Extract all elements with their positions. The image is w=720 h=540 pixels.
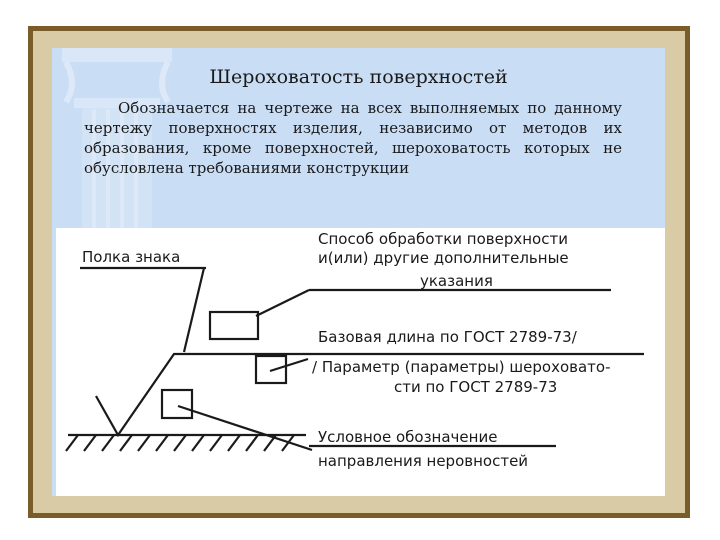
surface-hatch [209,434,223,452]
slide-paragraph: Обозначается на чертеже на всех выполняе… [84,98,622,178]
surface-hatch [245,434,259,452]
surface-hatch [119,434,133,452]
direction-box [160,388,194,420]
label-base-line1: Базовая длина по ГОСТ 2789-73/ [318,328,577,346]
label-direction-line2: направления неровностей [318,452,529,470]
method-box [208,310,260,341]
leader-direction [177,404,313,452]
leader-method [255,289,310,317]
leader-shelf [182,267,206,353]
parameter-box [254,354,288,385]
label-base-line3: сти по ГОСТ 2789-73 [394,378,558,396]
roughness-symbol-drawing [65,266,644,452]
label-direction-line1: Условное обозначение [318,428,498,446]
label-method-line1: Способ обработки поверхности [318,230,568,248]
surface-hatch [191,434,205,452]
slide-title: Шероховатость поверхностей [209,66,508,88]
surface-hatch [83,434,97,452]
surface-hatch [173,434,187,452]
column-decoration-icon [62,48,172,248]
surface-hatch [137,434,151,452]
surface-hatch [155,434,169,452]
label-method-line3: указания [420,272,493,290]
roughness-sign [95,352,644,438]
surface-hatch [65,434,79,452]
label-shelf: Полка знака [82,248,181,266]
label-base-line2: / Параметр (параметры) шероховато- [312,358,611,376]
slide: Шероховатость поверхностей Обозначается … [52,48,665,496]
surface-hatch [227,434,241,452]
roughness-symbol-diagram: Полка знака Способ обработки поверхности… [56,228,665,496]
leader-parameter [269,357,309,373]
slide-paragraph-text: Обозначается на чертеже на всех выполняе… [84,99,622,177]
surface-hatch [101,434,115,452]
label-method-line2: и(или) другие дополнительные [318,249,569,267]
